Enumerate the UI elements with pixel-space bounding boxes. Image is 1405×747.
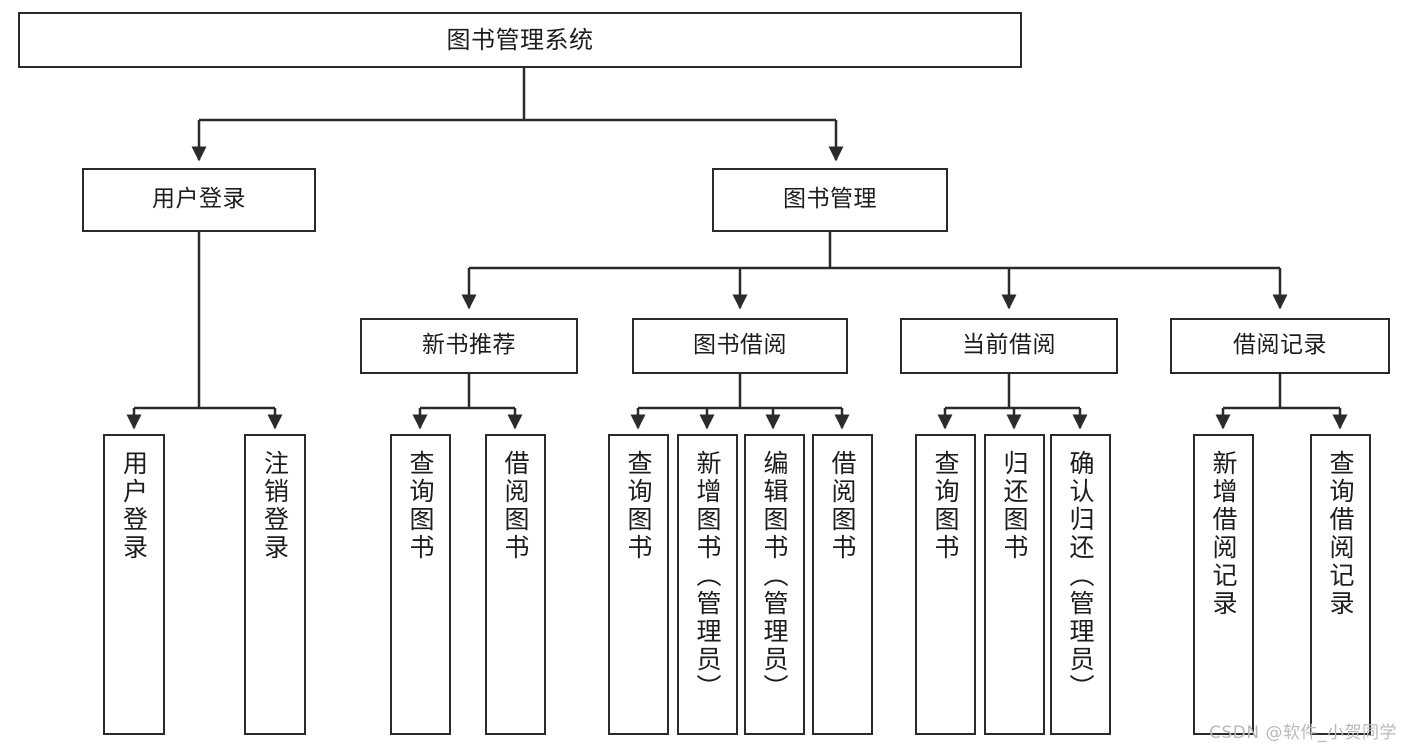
node-label: 当前借阅 — [962, 332, 1056, 359]
node-label: 新书推荐 — [422, 332, 516, 359]
node-label: 用户登录 — [119, 450, 149, 562]
node-label: 用户登录 — [152, 186, 246, 213]
node-label: 查询图书 — [624, 450, 653, 562]
node-label: 查询图书 — [931, 450, 960, 562]
node-user-login[interactable]: 用户登录 — [82, 168, 316, 232]
leaf-query-borrow-record[interactable]: 查询借阅记录 — [1310, 434, 1371, 735]
node-new-book-recommend[interactable]: 新书推荐 — [360, 318, 578, 374]
leaf-add-borrow-record[interactable]: 新增借阅记录 — [1193, 434, 1254, 735]
node-label: 借阅图书 — [501, 450, 530, 562]
leaf-edit-book-admin[interactable]: 编辑图书（管理员） — [744, 434, 805, 735]
leaf-logout[interactable]: 注销登录 — [244, 434, 306, 735]
node-label: 新增图书（管理员） — [693, 450, 722, 702]
node-label: 借阅记录 — [1233, 332, 1327, 359]
node-label: 图书管理系统 — [446, 25, 594, 54]
leaf-borrow-book[interactable]: 借阅图书 — [812, 434, 873, 735]
watermark: CSDN @软件_小贺同学 — [1209, 723, 1397, 743]
node-label: 新增借阅记录 — [1209, 450, 1238, 618]
leaf-query-book-borrow[interactable]: 查询图书 — [608, 434, 669, 735]
leaf-confirm-return-admin[interactable]: 确认归还（管理员） — [1050, 434, 1111, 735]
node-current-borrow[interactable]: 当前借阅 — [900, 318, 1118, 374]
node-label: 图书借阅 — [693, 332, 787, 359]
leaf-add-book-admin[interactable]: 新增图书（管理员） — [677, 434, 738, 735]
leaf-user-login[interactable]: 用户登录 — [103, 434, 165, 735]
node-label: 图书管理 — [783, 186, 877, 213]
node-label: 注销登录 — [260, 450, 290, 562]
node-root[interactable]: 图书管理系统 — [18, 12, 1022, 68]
leaf-borrow-book-recommend[interactable]: 借阅图书 — [485, 434, 546, 735]
node-label: 编辑图书（管理员） — [760, 450, 789, 702]
leaf-return-book[interactable]: 归还图书 — [984, 434, 1045, 735]
node-label: 查询借阅记录 — [1326, 450, 1355, 618]
node-label: 归还图书 — [1000, 450, 1029, 562]
node-book-borrow[interactable]: 图书借阅 — [632, 318, 848, 374]
node-book-management[interactable]: 图书管理 — [712, 168, 948, 232]
node-borrow-record[interactable]: 借阅记录 — [1170, 318, 1390, 374]
node-label: 查询图书 — [406, 450, 435, 562]
node-label: 借阅图书 — [828, 450, 857, 562]
node-label: 确认归还（管理员） — [1066, 450, 1095, 702]
leaf-query-book-recommend[interactable]: 查询图书 — [390, 434, 451, 735]
leaf-query-book-current[interactable]: 查询图书 — [915, 434, 976, 735]
